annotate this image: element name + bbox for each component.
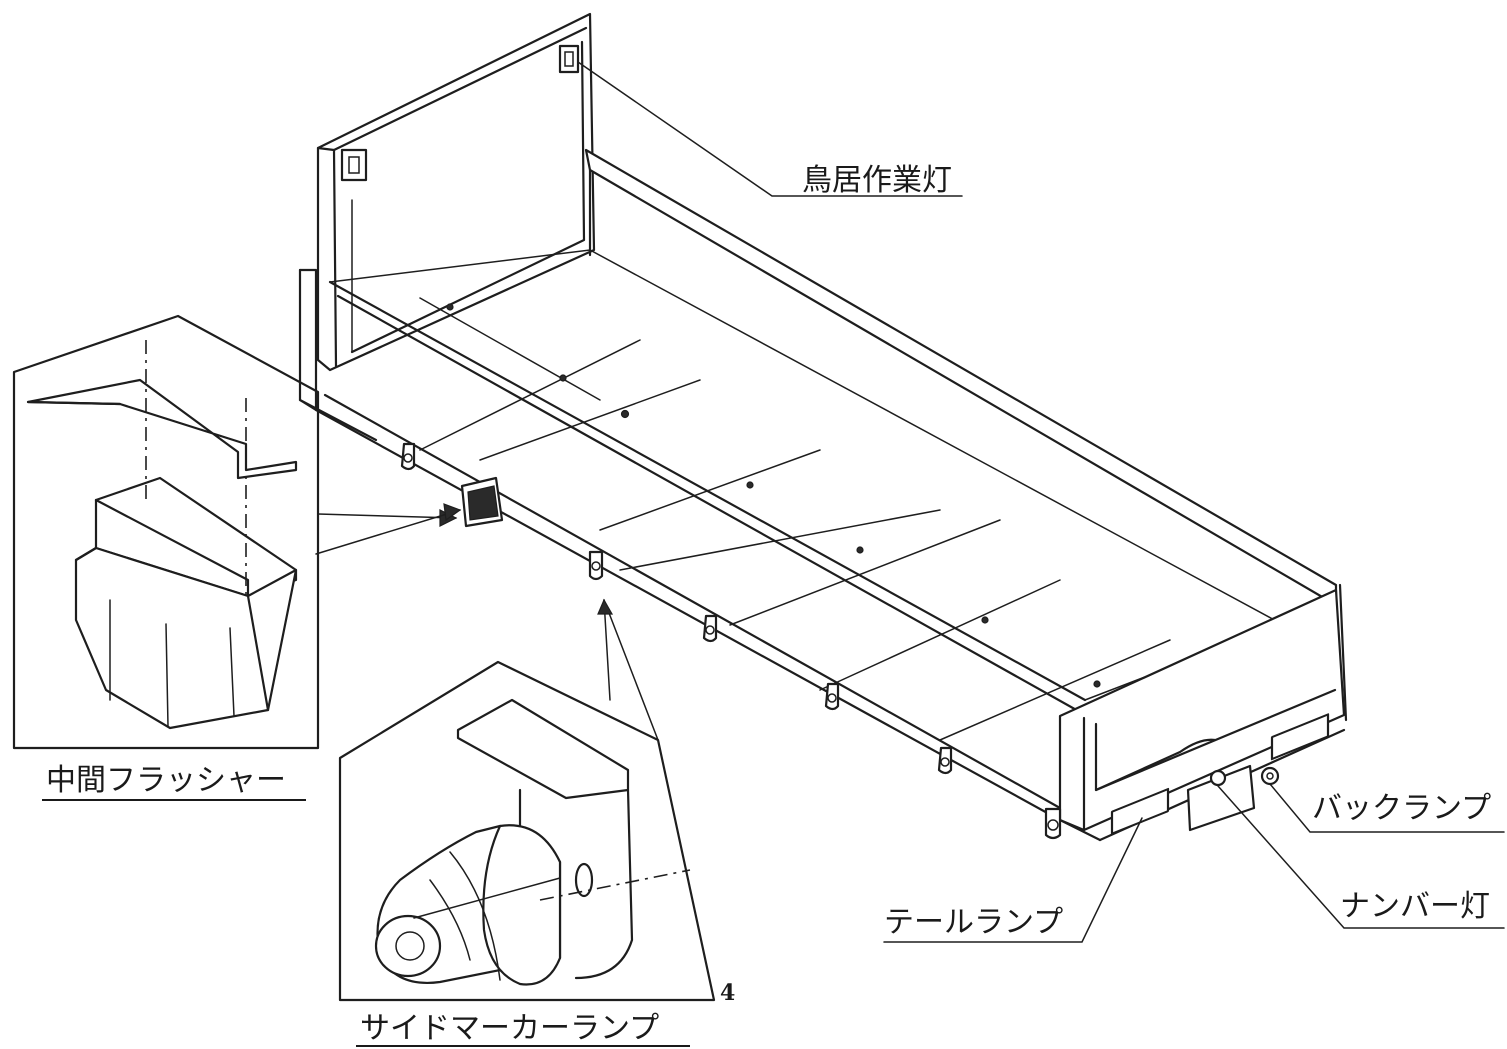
label-back-lamp: バックランプ xyxy=(1312,791,1491,826)
label-middle-flasher-text: 中間フラッシャー xyxy=(46,763,286,798)
label-back-lamp-text: バックランプ xyxy=(1312,791,1491,826)
number-plate xyxy=(1186,764,1256,832)
headboard-panel xyxy=(316,12,596,372)
back-lamp xyxy=(1260,766,1280,786)
middle-flasher-on-body xyxy=(460,476,504,528)
label-torii-work-light: 鳥居作業灯 xyxy=(802,163,952,198)
label-side-marker-lamp: サイドマーカーランプ xyxy=(356,1011,690,1047)
label-tail-lamp: テールランプ xyxy=(884,905,1063,940)
work-light-left xyxy=(340,148,368,182)
truck-body xyxy=(298,12,1348,842)
work-light-right xyxy=(558,44,580,74)
number-light xyxy=(1209,769,1227,787)
tail-lamp-right xyxy=(1270,713,1330,761)
label-torii-work-light-text: 鳥居作業灯 xyxy=(802,163,952,198)
label-number-light-text: ナンバー灯 xyxy=(1340,889,1490,924)
side-marker-lamps xyxy=(400,442,1062,840)
inset-middle-flasher xyxy=(12,314,458,750)
side-wall-far xyxy=(584,148,1338,607)
label-number-light: ナンバー灯 xyxy=(1340,889,1490,924)
inset-side-marker xyxy=(338,598,716,1002)
page-number: 4 xyxy=(720,980,735,1006)
label-middle-flasher: 中間フラッシャー xyxy=(42,763,306,801)
leader-lines xyxy=(315,61,1505,943)
label-side-marker-lamp-text: サイドマーカーランプ xyxy=(360,1011,659,1046)
label-tail-lamp-text: テールランプ xyxy=(884,905,1063,940)
